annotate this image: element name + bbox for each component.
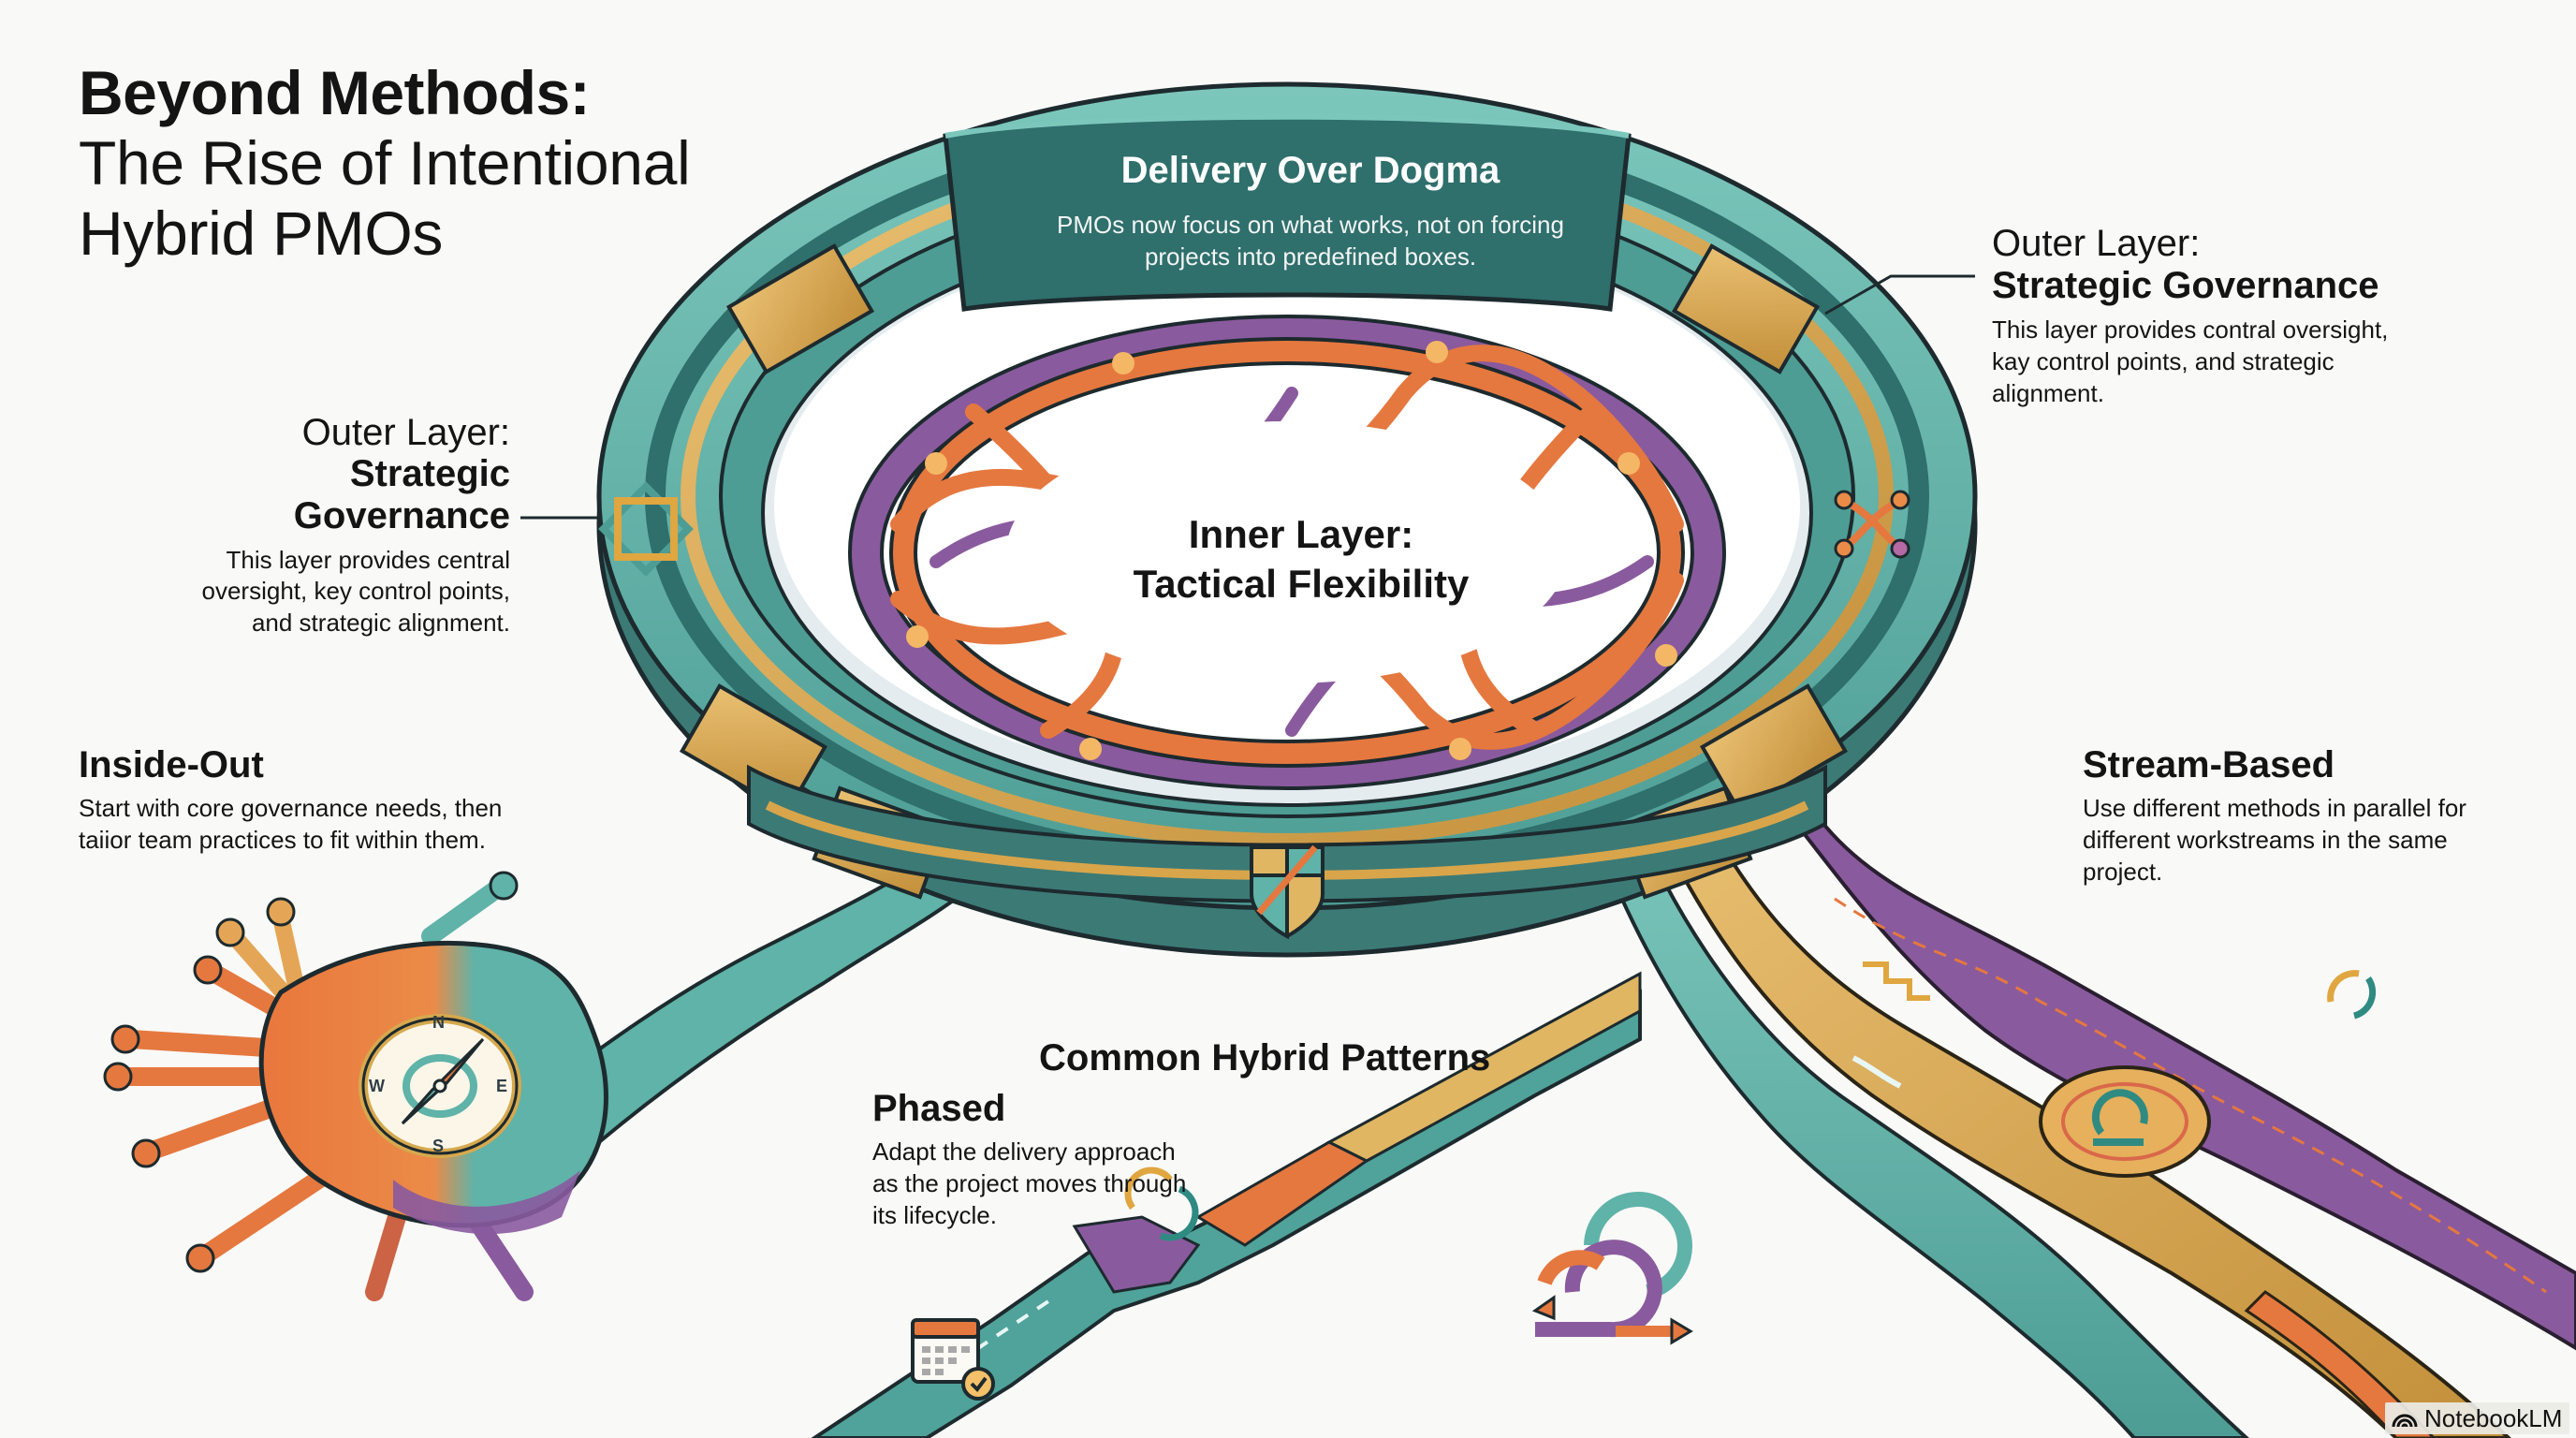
inner-layer-line-2: Tactical Flexibility <box>1133 561 1470 606</box>
compass-icon <box>359 1014 521 1158</box>
hybrid-loop-arrows-icon <box>1531 1192 1693 1345</box>
inner-flexibility-lattice <box>848 315 1726 790</box>
leader-line-right <box>1824 274 1975 315</box>
notebooklm-watermark: NotebookLM <box>2385 1402 2570 1434</box>
waterfall-icon <box>1852 1055 1902 1089</box>
staircase-icon <box>1863 961 1930 1001</box>
cycle-icon <box>2091 1089 2148 1146</box>
pattern-description: Start with core governance needs, then t… <box>79 794 503 854</box>
stream-lane-purple <box>1757 744 2576 1351</box>
callout-heading-line-1: Strategic <box>349 453 510 494</box>
title-line-3: Hybrid PMOs <box>79 198 444 269</box>
phased-road <box>811 971 1642 1438</box>
title-line-2: The Rise of Intentional <box>79 128 691 198</box>
lattice-nodes <box>906 341 1677 760</box>
inside-out-neuron <box>103 840 996 1301</box>
compass-east: E <box>496 1077 508 1095</box>
shield-compass-icon <box>1250 844 1325 940</box>
inner-layer-line-1: Inner Layer: <box>1188 512 1414 556</box>
pattern-description: Adapt the delivery approach as the proje… <box>872 1137 1187 1229</box>
callout-description: This layer provides contral oversight, k… <box>1992 315 2389 407</box>
banner-title: Delivery Over Dogma <box>1120 150 1500 191</box>
pattern-description: Use different methods in parallel for di… <box>2083 794 2466 886</box>
callout-heading-line-2: Governance <box>293 494 510 536</box>
callout-kicker: Outer Layer: <box>1992 223 2201 264</box>
watermark-label: NotebookLM <box>2424 1403 2563 1432</box>
compass-north: N <box>432 1013 445 1032</box>
network-knot-icon <box>1834 490 1910 559</box>
calendar-check-icon <box>911 1318 995 1401</box>
callout-kicker: Outer Layer: <box>301 412 510 453</box>
pattern-stream-based: Stream-Based Use different methods in pa… <box>2083 742 2523 888</box>
swap-arrows-icon <box>2327 970 2377 1020</box>
pattern-name: Inside-Out <box>79 744 264 785</box>
title-line-1: Beyond Methods: <box>79 58 591 127</box>
phase-cycle-icon <box>1124 1167 1199 1241</box>
inner-layer-label: Inner Layer: Tactical Flexibility <box>1086 510 1516 609</box>
page-title: Beyond Methods: The Rise of Intentional … <box>79 58 691 270</box>
outer-layer-callout-left: Outer Layer: Strategic Governance This l… <box>168 412 511 639</box>
stream-lane-gold <box>1645 773 2511 1438</box>
compass-west: W <box>369 1077 385 1095</box>
ring-front-wall <box>747 764 1827 903</box>
celtic-knot-icon <box>598 481 694 577</box>
banner-text: PMOs now focus on what works, not on for… <box>1057 211 1564 271</box>
pattern-phased: Phased Adapt the delivery approach as th… <box>872 1086 1191 1231</box>
callout-description: This layer provides central oversight, k… <box>201 545 511 638</box>
pattern-name: Phased <box>872 1088 1006 1129</box>
notebooklm-logo-icon <box>2392 1414 2418 1428</box>
callout-heading: Strategic Governance <box>1992 265 2379 306</box>
neuron-terminals <box>103 871 519 1273</box>
compass-south: S <box>432 1137 445 1155</box>
stream-lane-teal <box>1588 802 2249 1438</box>
patterns-heading: Common Hybrid Patterns <box>1039 1037 1491 1078</box>
pattern-inside-out: Inside-Out Start with core governance ne… <box>79 742 509 857</box>
stream-based-lanes <box>1588 744 2576 1438</box>
pattern-name: Stream-Based <box>2083 744 2335 785</box>
outer-layer-callout-right: Outer Layer: Strategic Governance This l… <box>1992 223 2432 409</box>
